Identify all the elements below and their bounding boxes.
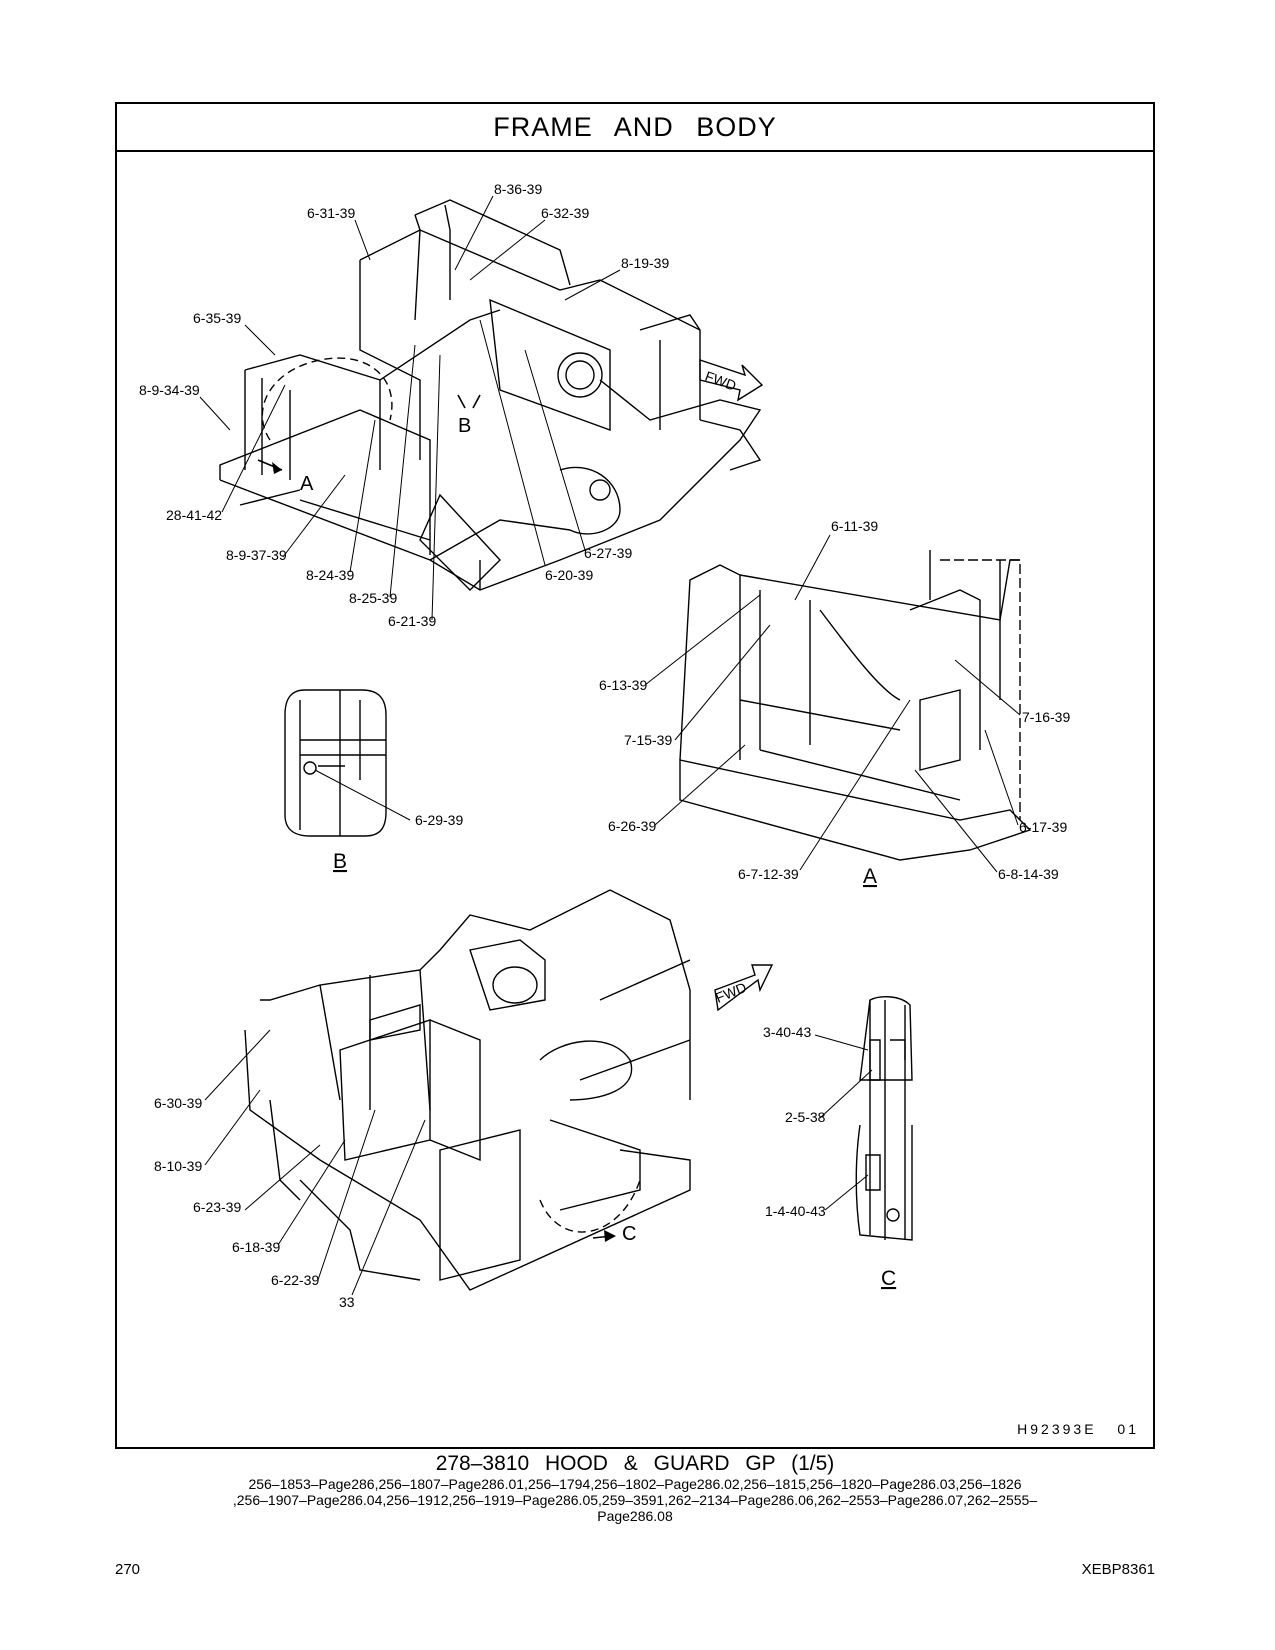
callout-8-19-39: 8-19-39 [621,255,669,271]
callout-3-40-43: 3-40-43 [763,1024,811,1040]
callout-8-36-39: 8-36-39 [494,181,542,197]
callout-8-10-39: 8-10-39 [154,1158,202,1174]
callout-6-23-39: 6-23-39 [193,1199,241,1215]
callout-6-32-39: 6-32-39 [541,205,589,221]
callout-6-21-39: 6-21-39 [388,613,436,629]
callout-6-35-39: 6-35-39 [193,310,241,326]
top-frame-drawing [219,199,762,591]
page-number: 270 [115,1561,141,1578]
page-title: FRAME AND BODY [117,104,1153,152]
callout-8-25-39: 8-25-39 [349,590,397,606]
view-b-marker: B [458,415,471,437]
fwd-arrow-top-icon [699,359,764,402]
callout-6-22-39: 6-22-39 [271,1272,319,1288]
fwd-arrow-bottom-icon [714,964,774,1012]
detail-a-label: A [863,865,877,888]
callout-8-9-34-39: 8-9-34-39 [139,382,200,398]
callout-6-17-39: 6-17-39 [1019,819,1067,835]
callout-28-41-42: 28-41-42 [166,507,222,523]
callout-6-11-39: 6-11-39 [831,518,878,534]
callout-6-31-39: 6-31-39 [307,205,355,221]
detail-b-drawing [284,689,387,837]
detail-c-label: C [881,1267,896,1290]
bottom-frame-drawing [244,889,691,1291]
fwd-label-bottom: FWD [713,979,749,1006]
document-id: XEBP8361 [1081,1561,1155,1578]
callout-8-9-37-39: 8-9-37-39 [226,547,287,563]
callout-8-24-39: 8-24-39 [306,567,354,583]
caption: 278–3810 HOOD & GUARD GP (1/5) 256–1853–… [115,1452,1155,1524]
caption-refs-line-2: ,256–1907–Page286.04,256–1912,256–1919–P… [232,1492,1038,1508]
detail-a-drawing [679,550,1032,861]
view-a-marker: A [300,473,314,495]
drawing-id: H92393E 01 [1017,1421,1139,1437]
caption-refs-line-1: 256–1853–Page286,256–1807–Page286.01,256… [248,1476,1022,1492]
detail-b-label: B [333,850,347,873]
caption-title: 278–3810 HOOD & GUARD GP (1/5) [435,1452,835,1475]
callout-6-30-39: 6-30-39 [154,1095,202,1111]
callouts: 8-36-39 6-31-39 6-32-39 8-19-39 6-35-39 … [139,181,1070,1310]
callout-6-7-12-39: 6-7-12-39 [738,866,799,882]
callout-33: 33 [339,1294,355,1310]
callout-6-29-39: 6-29-39 [415,812,463,828]
callout-1-4-40-43: 1-4-40-43 [765,1203,826,1219]
callout-6-27-39: 6-27-39 [584,545,632,561]
callout-2-5-38: 2-5-38 [785,1109,826,1125]
view-markers: A B C FWD FWD [257,368,749,1245]
detail-c-drawing [855,996,913,1241]
callout-7-16-39: 7-16-39 [1022,709,1070,725]
drawing-frame: FRAME AND BODY H92393E 01 [115,102,1155,1449]
callout-6-8-14-39: 6-8-14-39 [998,866,1059,882]
callout-6-20-39: 6-20-39 [545,567,593,583]
view-c-marker: C [622,1223,636,1245]
callout-6-18-39: 6-18-39 [232,1239,280,1255]
callout-7-15-39: 7-15-39 [624,732,672,748]
callout-6-26-39: 6-26-39 [608,818,656,834]
caption-refs-line-3: Page286.08 [597,1508,673,1524]
callout-6-13-39: 6-13-39 [599,677,647,693]
